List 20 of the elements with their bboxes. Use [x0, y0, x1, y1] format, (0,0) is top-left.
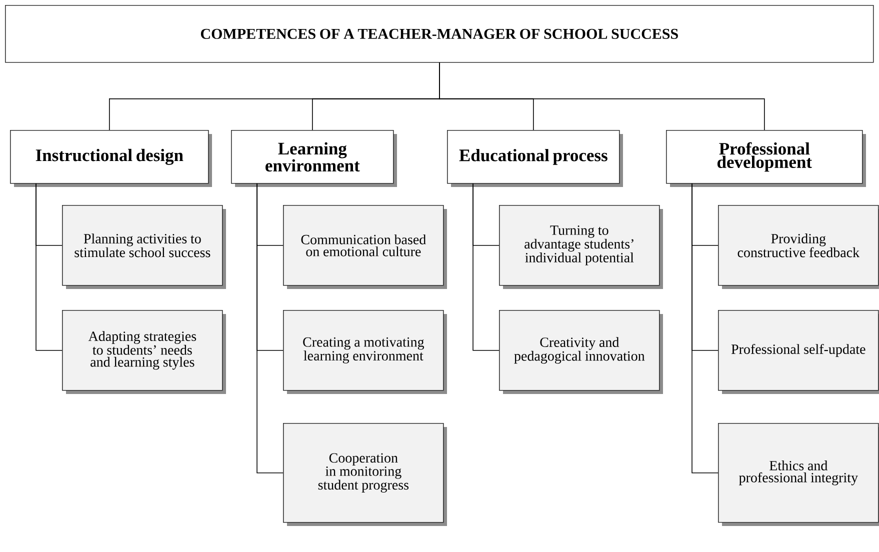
- competence-box: Ethics and professional integrity: [718, 423, 879, 526]
- competence-box: Turning to advantage students’ individual potential: [499, 205, 663, 289]
- connector-line: [472, 183, 500, 351]
- competence-box: Creating a motivating learning environment: [283, 310, 447, 394]
- competence-box: Cooperation in monitoring student progress: [283, 423, 447, 526]
- title-box: COMPETENCES OF A TEACHER-MANAGER OF SCHOOL SUCCESS: [5, 5, 874, 63]
- competence-box: Communication based on emotional culture: [283, 205, 447, 289]
- competence-box: Adapting strategies to students’ needs and learning styles: [62, 310, 226, 394]
- connector-line: [36, 183, 62, 351]
- category-box: Learning environment: [231, 130, 397, 187]
- competence-box: Planning activities to stimulate school success: [62, 205, 226, 289]
- category-box: Educational process: [447, 130, 623, 187]
- competence-box: Professional self-update: [718, 310, 879, 394]
- category-box: Professional development: [666, 130, 866, 187]
- connector-line: [256, 183, 284, 474]
- competence-box: Providing constructive feedback: [718, 205, 879, 289]
- connector-line: [439, 62, 765, 130]
- connector-line: [692, 183, 718, 474]
- category-box: Instructional design: [10, 130, 212, 187]
- competence-box: Creativity and pedagogical innovation: [499, 310, 663, 394]
